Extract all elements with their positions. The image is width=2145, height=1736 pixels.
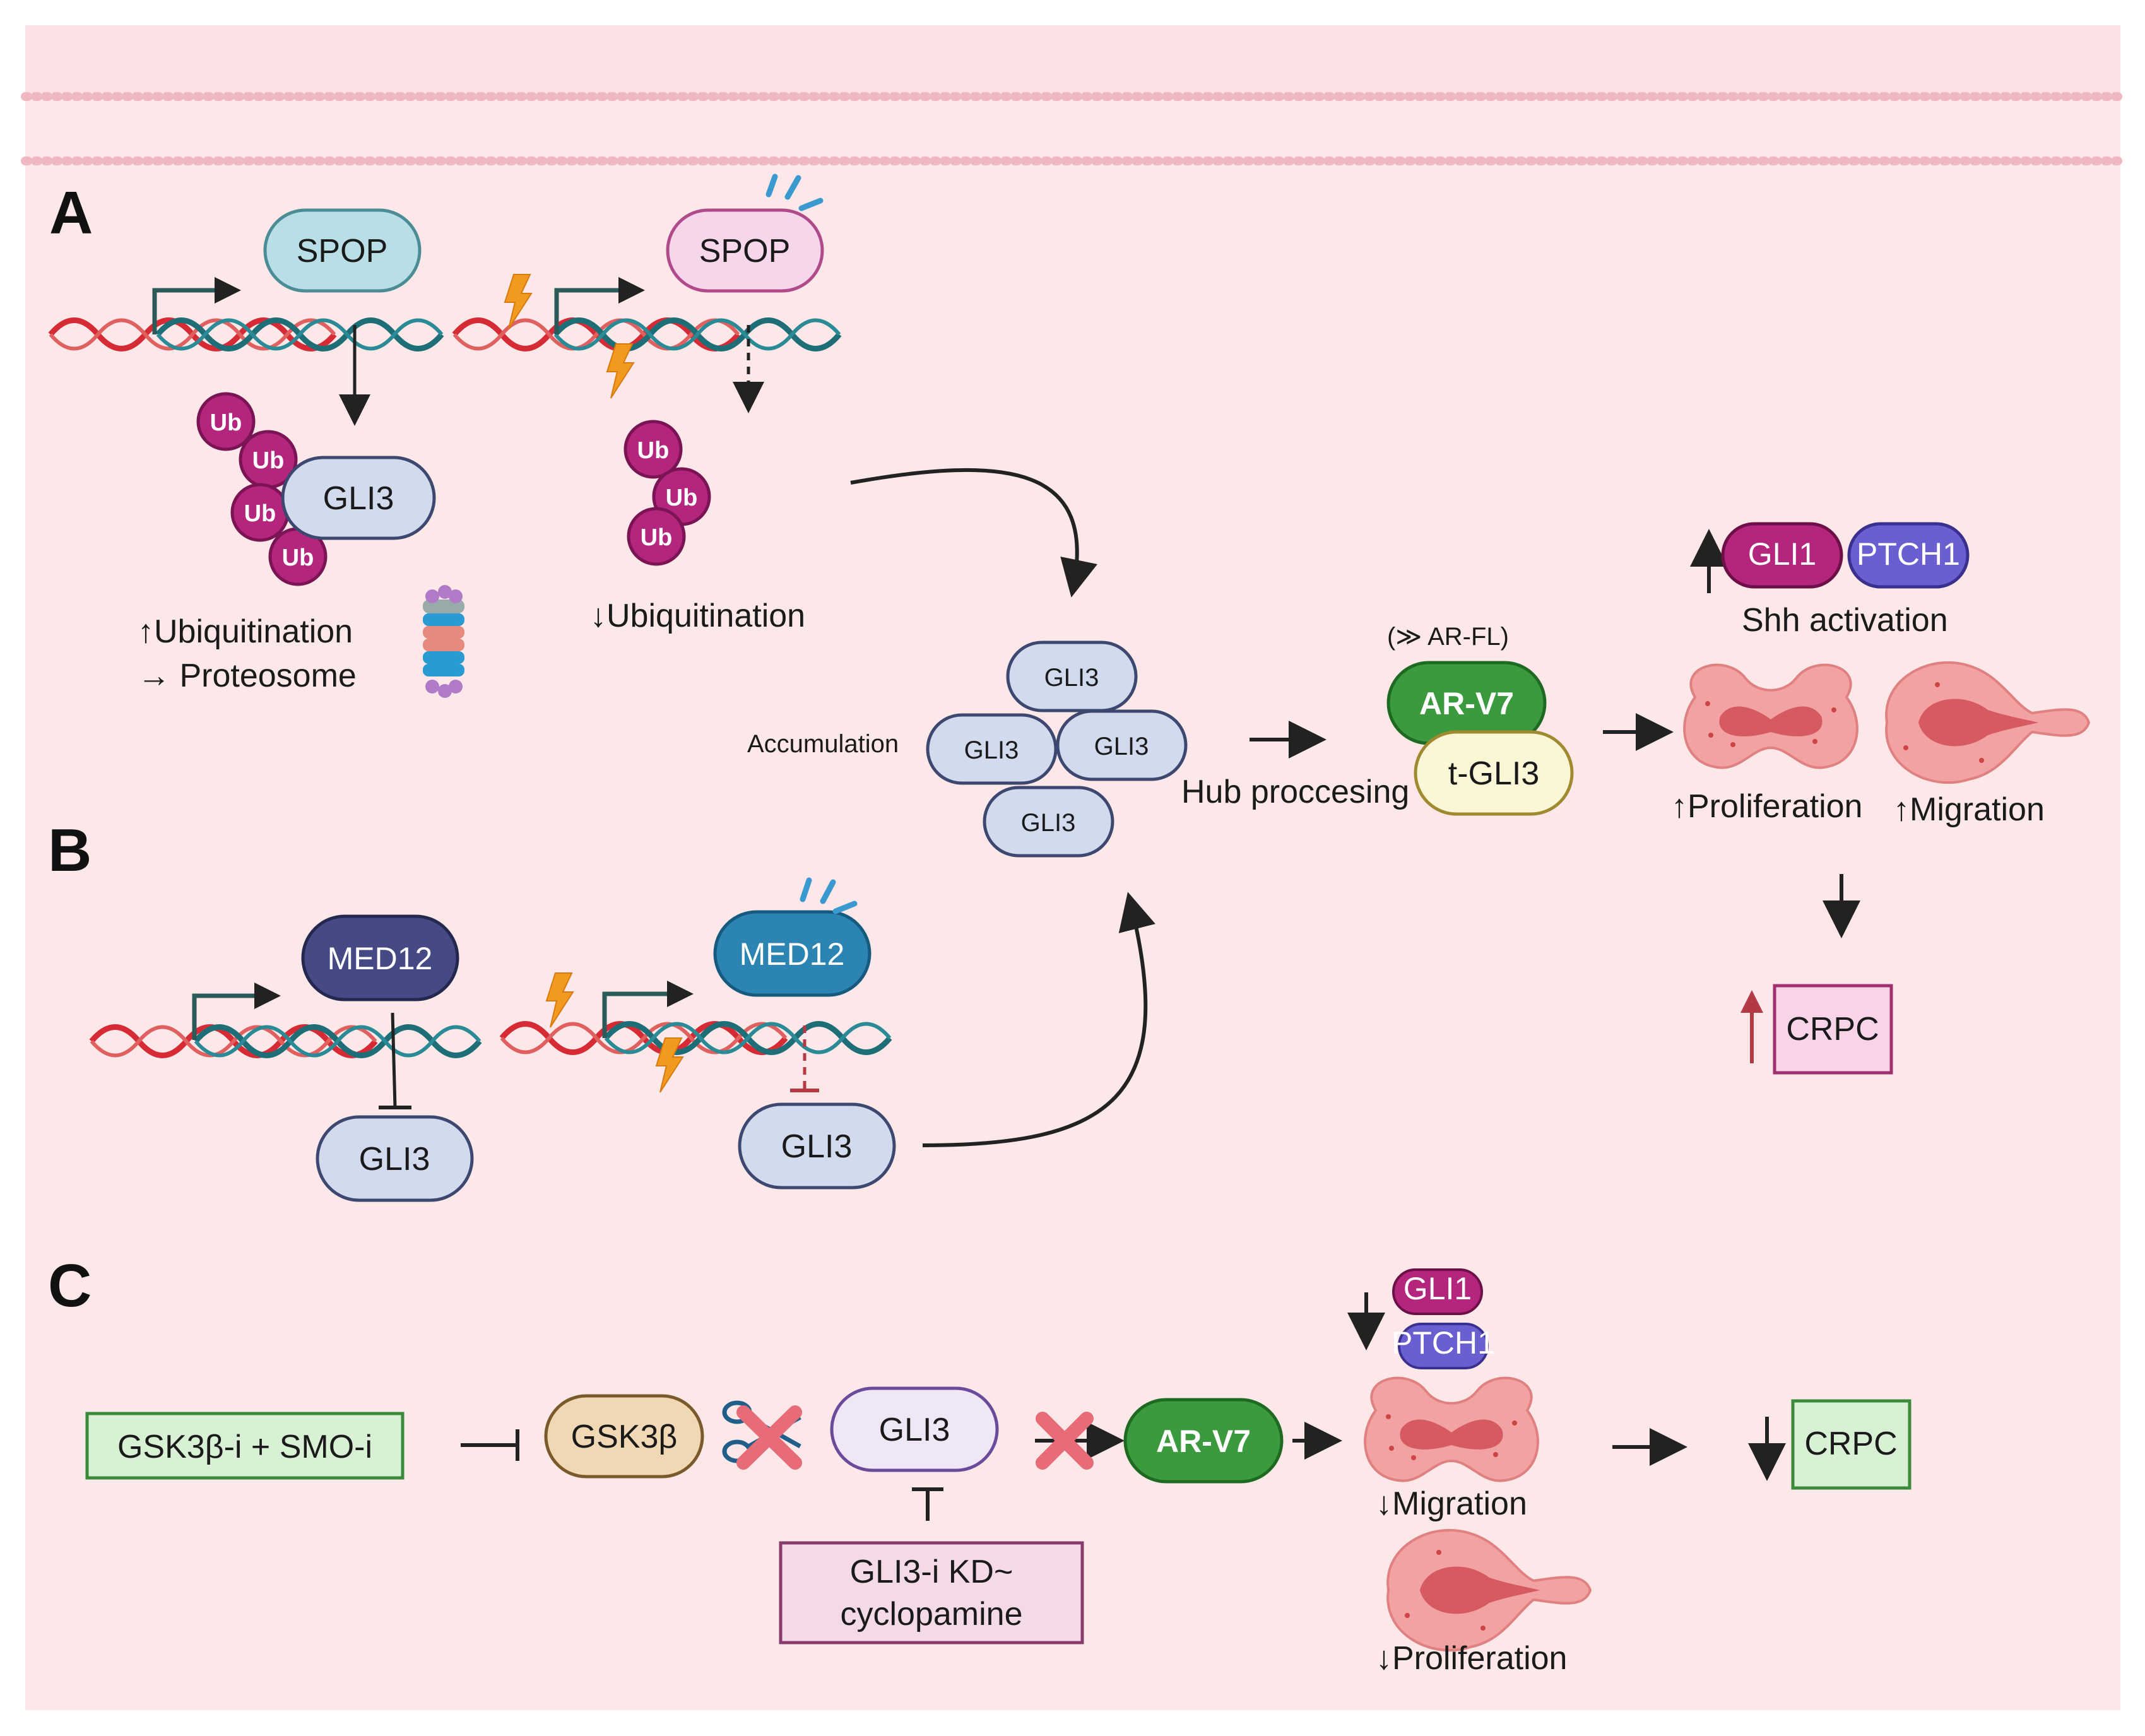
gli3i-line2: cyclopamine: [840, 1596, 1022, 1633]
gli1-c-node: [1392, 1268, 1483, 1315]
crpc-down-box: [1791, 1399, 1912, 1490]
inhibitor-combo-label: GSK3β-i + SMO-i: [117, 1429, 372, 1465]
gli3-ubiquitinated-node: [281, 456, 436, 540]
accumulation-label: Accumulation: [747, 730, 899, 758]
mutation-spark-icon: [765, 174, 824, 211]
gli3-accumulated-node: [926, 713, 1058, 785]
arv7-label: AR-V7: [1419, 686, 1514, 721]
med12-inhibition-line: [391, 1012, 397, 1108]
gli3-label: GLI3: [1094, 733, 1149, 760]
gli3-accumulated-node: [1056, 709, 1188, 781]
transcription-start-icon: [192, 983, 281, 1040]
proliferation-down-label: ↓Proliferation: [1376, 1640, 1567, 1677]
ub-label: Ub: [641, 524, 673, 551]
ub-label: Ub: [282, 545, 314, 571]
gsk3b-node: [544, 1394, 704, 1479]
gli3-label: GLI3: [323, 480, 394, 517]
gsk3b-label: GSK3β: [571, 1419, 678, 1455]
gli3i-line1: GLI3-i KD~: [850, 1554, 1013, 1590]
blocked-x-icon: [736, 1405, 802, 1470]
gli3-normal-node: [316, 1115, 474, 1202]
gli3-normal-label: GLI3: [359, 1141, 430, 1178]
arv7-c-label: AR-V7: [1156, 1424, 1251, 1459]
spop-normal-node: [263, 208, 422, 293]
panel-label-a: A: [49, 179, 93, 247]
ubiquitin-chain: Ub Ub Ub Ub: [196, 392, 328, 586]
ub-label: Ub: [244, 500, 276, 527]
migration-down-label: ↓Migration: [1376, 1485, 1527, 1522]
gli3-label: GLI3: [1021, 809, 1076, 837]
ub-label: Ub: [252, 447, 285, 474]
shh-activation-label: Shh activation: [1742, 602, 1948, 639]
gli1-c-label: GLI1: [1403, 1271, 1472, 1306]
gli3i-box: [779, 1541, 1084, 1644]
migration-up-label: ↑Migration: [1893, 791, 2045, 828]
gli3-cluster: GLI3 GLI3 GLI3 GLI3: [926, 641, 1188, 858]
transcription-start-icon: [152, 277, 241, 334]
tgli3-label: t-GLI3: [1448, 755, 1540, 792]
blocked-x-icon: [1036, 1412, 1094, 1470]
arfl-note: (≫ AR-FL): [1387, 623, 1509, 651]
ub-label: Ub: [210, 410, 242, 436]
med12-normal-node: [301, 914, 459, 1001]
ptch1-c-node: [1398, 1323, 1489, 1369]
proliferation-up-label: ↑Proliferation: [1671, 788, 1862, 825]
proteosome-label: → Proteosome: [138, 658, 357, 694]
transcription-start-icon: [554, 277, 645, 334]
crpc-up-label: CRPC: [1786, 1011, 1879, 1048]
ptch1-node: [1847, 522, 1970, 589]
ptch1-label: PTCH1: [1857, 536, 1960, 572]
spop-normal-label: SPOP: [297, 233, 388, 269]
med12-mutant-label: MED12: [740, 936, 845, 972]
gli3-mutant-label: GLI3: [781, 1128, 853, 1165]
tgli3-node: [1414, 730, 1574, 816]
gli3-c-node: [830, 1386, 999, 1472]
panel-label-b: B: [48, 817, 92, 884]
ub-label: Ub: [637, 437, 670, 464]
a-to-accumulation-arrow: [850, 468, 1098, 598]
mutation-spark-icon: [800, 877, 858, 914]
ptch1-c-label: PTCH1: [1392, 1325, 1495, 1361]
spop-mutant-label: SPOP: [699, 233, 791, 269]
gli3-label: GLI3: [964, 736, 1019, 764]
ub-label: Ub: [666, 485, 698, 511]
gli3-mutant-node: [738, 1102, 896, 1190]
panel-label-c: C: [48, 1252, 92, 1320]
gli1-node: [1721, 522, 1843, 589]
proteasome-icon: [423, 585, 464, 698]
ubiquitination-down-label: ↓Ubiquitination: [590, 598, 805, 634]
gli3-accumulated-node: [983, 786, 1114, 858]
crpc-up-box: [1773, 984, 1893, 1075]
hub-processing-label: Hub proccesing: [1181, 774, 1409, 810]
arv7-c-node: [1123, 1398, 1284, 1484]
crpc-down-label: CRPC: [1804, 1426, 1897, 1462]
spop-mutant-node: [666, 208, 824, 293]
med12-mutant-node: [713, 910, 872, 997]
membrane-band: [25, 25, 2120, 95]
gli3-c-label: GLI3: [879, 1412, 950, 1448]
gli1-label: GLI1: [1748, 536, 1816, 572]
gli3-accumulated-node: [1006, 641, 1138, 712]
ubiquitin-chain-reduced: Ub Ub Ub: [623, 420, 711, 566]
b-to-accumulation-arrow: [922, 892, 1155, 1147]
transcription-start-icon: [602, 981, 694, 1038]
ubiquitination-up-label: ↑Ubiquitination: [138, 613, 353, 650]
med12-normal-label: MED12: [328, 941, 433, 976]
gli3-label: GLI3: [1044, 664, 1099, 692]
inhibitor-combo-box: [85, 1412, 405, 1480]
